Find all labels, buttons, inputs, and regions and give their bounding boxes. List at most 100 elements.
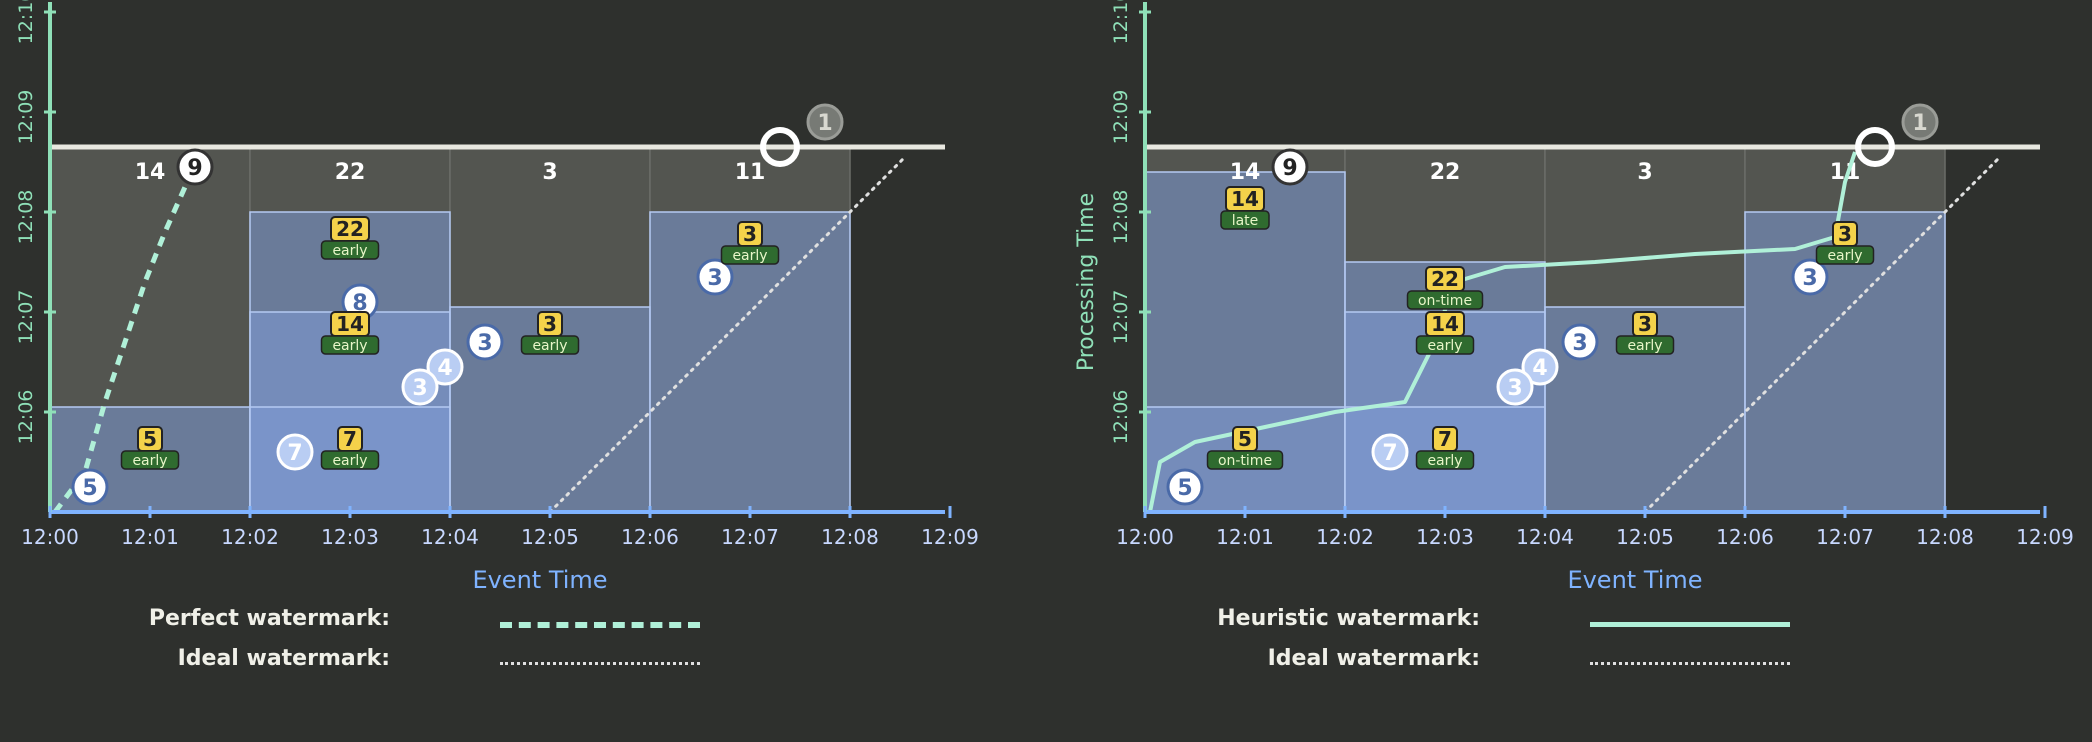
badge-number: 14: [1231, 187, 1259, 211]
legend-swatch-dashed: [500, 622, 700, 628]
pane-badge-2: 5on-time: [1206, 426, 1284, 470]
point-label: 8: [352, 291, 367, 316]
pane-badge-4: 7 early: [320, 426, 380, 470]
x-tick-label: 12:07: [721, 525, 779, 549]
window-sum-2: 22: [335, 160, 366, 185]
x-tick-label: 12:04: [1516, 525, 1574, 549]
data-point-2: 9: [176, 148, 214, 186]
data-point-5: 3: [1496, 368, 1534, 406]
badge-number: 7: [1438, 427, 1452, 451]
badge-label: early: [132, 453, 167, 469]
point-circle: [1271, 148, 1309, 186]
badge-label: early: [332, 453, 367, 469]
data-point-8: [1855, 127, 1895, 167]
legend-swatch-dotted: [1590, 662, 1790, 665]
badge-number: 22: [336, 217, 364, 241]
point-label: 5: [1177, 476, 1192, 501]
point-label: 5: [82, 476, 97, 501]
point-label: 1: [1912, 111, 1927, 136]
badge-label: early: [1427, 338, 1462, 354]
badge-label-bg: [1615, 335, 1675, 355]
x-axis-title: Event Time: [472, 566, 607, 594]
point-label: 3: [1572, 331, 1587, 356]
badge-label-bg: [1220, 210, 1270, 230]
legend-label: Ideal watermark:: [177, 646, 390, 671]
x-tick-label: 12:00: [21, 525, 79, 549]
window-sum-2: 22: [1430, 160, 1461, 185]
x-tick-label: 12:04: [421, 525, 479, 549]
data-point-2: 9: [1271, 148, 1309, 186]
pane-badge-3: 14 early: [320, 311, 380, 355]
point-circle: [466, 323, 504, 361]
badge-label-bg: [1206, 450, 1284, 470]
point-circle: [1496, 368, 1534, 406]
point-label: 3: [1802, 266, 1817, 291]
y-tick-label: 12:08: [1110, 190, 1132, 245]
badge-label-bg: [520, 335, 580, 355]
data-point-8: 3: [696, 258, 734, 296]
legend-swatch-solid: [1590, 622, 1790, 627]
badge-label: late: [1232, 213, 1259, 229]
point-label: 4: [1532, 356, 1547, 381]
data-point-9: 1: [1901, 103, 1939, 141]
point-label: 3: [707, 266, 722, 291]
data-point-10: 1: [806, 103, 844, 141]
y-tick-label: 12:10: [15, 0, 37, 44]
x-tick-label: 12:02: [1316, 525, 1374, 549]
data-point-4: 4: [1521, 348, 1559, 386]
y-tick-label: 12:09: [1110, 90, 1132, 145]
point-circle: [696, 258, 734, 296]
data-point-6: 3: [401, 368, 439, 406]
badge-label: early: [332, 338, 367, 354]
point-label: 7: [1382, 441, 1397, 466]
badge-number: 3: [543, 312, 557, 336]
data-point-1: 5: [1166, 468, 1204, 506]
pane-badge-4: 14 early: [1415, 311, 1475, 355]
x-tick-label: 12:01: [121, 525, 179, 549]
point-circle: [71, 468, 109, 506]
point-label: 1: [817, 111, 832, 136]
badge-number: 7: [343, 427, 357, 451]
pane-badge-5: 3 early: [520, 311, 580, 355]
x-tick-label: 12:08: [821, 525, 879, 549]
badge-label: early: [1427, 453, 1462, 469]
ideal-watermark-line: [548, 155, 907, 514]
x-axis-title: Event Time: [1567, 566, 1702, 594]
pane-badge-5: 7 early: [1415, 426, 1475, 470]
point-circle: [1561, 323, 1599, 361]
y-tick-label: 12:09: [15, 90, 37, 145]
legend-swatch-dotted: [500, 662, 700, 665]
badge-label: early: [532, 338, 567, 354]
point-circle: [806, 103, 844, 141]
data-point-7: 3: [466, 323, 504, 361]
badge-number: 14: [1431, 312, 1459, 336]
window-sum-4: 11: [735, 160, 766, 185]
data-point-3: 8: [341, 283, 379, 321]
badge-number: 14: [336, 312, 364, 336]
pane-badge-2: 22 early: [320, 216, 380, 260]
point-label: 9: [187, 156, 202, 181]
point-label: 9: [1282, 156, 1297, 181]
x-tick-label: 12:09: [921, 525, 979, 549]
point-circle: [1791, 258, 1829, 296]
ideal-watermark-line: [1643, 155, 2002, 514]
x-tick-label: 12:03: [1416, 525, 1474, 549]
point-label: 7: [287, 441, 302, 466]
badge-label: early: [332, 243, 367, 259]
badge-number: 5: [1238, 427, 1252, 451]
x-tick-label: 12:08: [1916, 525, 1974, 549]
y-tick-label: 12:06: [15, 390, 37, 445]
point-circle: [1166, 468, 1204, 506]
x-tick-label: 12:05: [521, 525, 579, 549]
badge-number: 3: [1838, 222, 1852, 246]
badge-label: early: [1827, 248, 1862, 264]
data-point-9: [760, 127, 800, 167]
x-tick-label: 12:02: [221, 525, 279, 549]
badge-label: early: [1627, 338, 1662, 354]
window-sum-3: 3: [542, 160, 557, 185]
y-tick-label: 12:06: [1110, 390, 1132, 445]
x-tick-label: 12:00: [1116, 525, 1174, 549]
